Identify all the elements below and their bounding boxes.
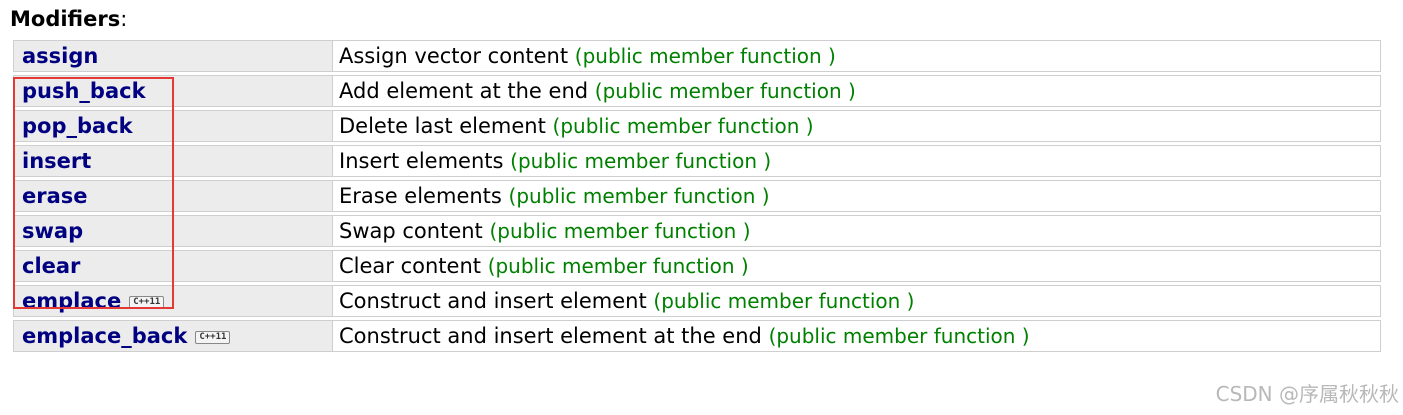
member-name-cell[interactable]: insert [13, 145, 332, 177]
member-name-cell[interactable]: clear [13, 250, 332, 282]
member-link-insert[interactable]: insert [22, 149, 92, 173]
member-desc-cell: Erase elements (public member function ) [332, 180, 1381, 212]
member-desc-cell: Swap content (public member function ) [332, 215, 1381, 247]
member-desc-cell: Assign vector content (public member fun… [332, 40, 1381, 72]
table-row: erase Erase elements (public member func… [13, 180, 1381, 212]
member-desc-cell: Construct and insert element (public mem… [332, 285, 1381, 317]
member-name-cell[interactable]: push_back [13, 75, 332, 107]
member-link-emplace-back[interactable]: emplace_back [22, 324, 188, 348]
member-name-cell[interactable]: assign [13, 40, 332, 72]
member-name-cell[interactable]: swap [13, 215, 332, 247]
member-description: Assign vector content [339, 44, 569, 68]
table-row: clear Clear content (public member funct… [13, 250, 1381, 282]
member-desc-cell: Insert elements (public member function … [332, 145, 1381, 177]
member-description: Add element at the end [339, 79, 589, 103]
member-kind: (public member function ) [768, 324, 1030, 348]
table-row: push_back Add element at the end (public… [13, 75, 1381, 107]
member-description: Clear content [339, 254, 481, 278]
member-description: Construct and insert element [339, 289, 647, 313]
member-description: Swap content [339, 219, 483, 243]
member-name-cell[interactable]: pop_back [13, 110, 332, 142]
member-desc-cell: Construct and insert element at the end … [332, 320, 1381, 352]
member-link-assign[interactable]: assign [22, 44, 99, 68]
member-description: Delete last element [339, 114, 546, 138]
member-link-emplace[interactable]: emplace [22, 289, 122, 313]
member-description: Erase elements [339, 184, 502, 208]
section-colon: : [120, 7, 128, 31]
member-kind: (public member function ) [487, 254, 749, 278]
member-kind: (public member function ) [574, 44, 836, 68]
table-row: assign Assign vector content (public mem… [13, 40, 1381, 72]
member-description: Insert elements [339, 149, 504, 173]
section-title: Modifiers [10, 7, 121, 31]
member-kind: (public member function ) [489, 219, 751, 243]
table-row: swap Swap content (public member functio… [13, 215, 1381, 247]
member-kind: (public member function ) [653, 289, 915, 313]
member-link-erase[interactable]: erase [22, 184, 88, 208]
section-heading: Modifiers: [10, 4, 127, 34]
member-kind: (public member function ) [552, 114, 814, 138]
member-name-cell[interactable]: erase [13, 180, 332, 212]
table-row: insert Insert elements (public member fu… [13, 145, 1381, 177]
table-row: emplace_back C++11 Construct and insert e… [13, 320, 1381, 352]
member-kind: (public member function ) [594, 79, 856, 103]
member-link-push-back[interactable]: push_back [22, 79, 146, 103]
table-row: pop_back Delete last element (public mem… [13, 110, 1381, 142]
member-link-pop-back[interactable]: pop_back [22, 114, 133, 138]
member-link-clear[interactable]: clear [22, 254, 81, 278]
table-row: emplace C++11 Construct and insert elemen… [13, 285, 1381, 317]
member-kind: (public member function ) [510, 149, 772, 173]
cpp11-badge-icon: C++11 [195, 331, 231, 344]
member-function-table: assign Assign vector content (public mem… [13, 37, 1381, 355]
member-name-cell[interactable]: emplace C++11 [13, 285, 332, 317]
member-kind: (public member function ) [508, 184, 770, 208]
member-desc-cell: Clear content (public member function ) [332, 250, 1381, 282]
member-desc-cell: Delete last element (public member funct… [332, 110, 1381, 142]
member-name-cell[interactable]: emplace_back C++11 [13, 320, 332, 352]
csdn-watermark: CSDN @序属秋秋秋 [1215, 382, 1399, 406]
member-desc-cell: Add element at the end (public member fu… [332, 75, 1381, 107]
cpp11-badge-icon: C++11 [129, 296, 165, 309]
member-link-swap[interactable]: swap [22, 219, 84, 243]
member-description: Construct and insert element at the end [339, 324, 762, 348]
